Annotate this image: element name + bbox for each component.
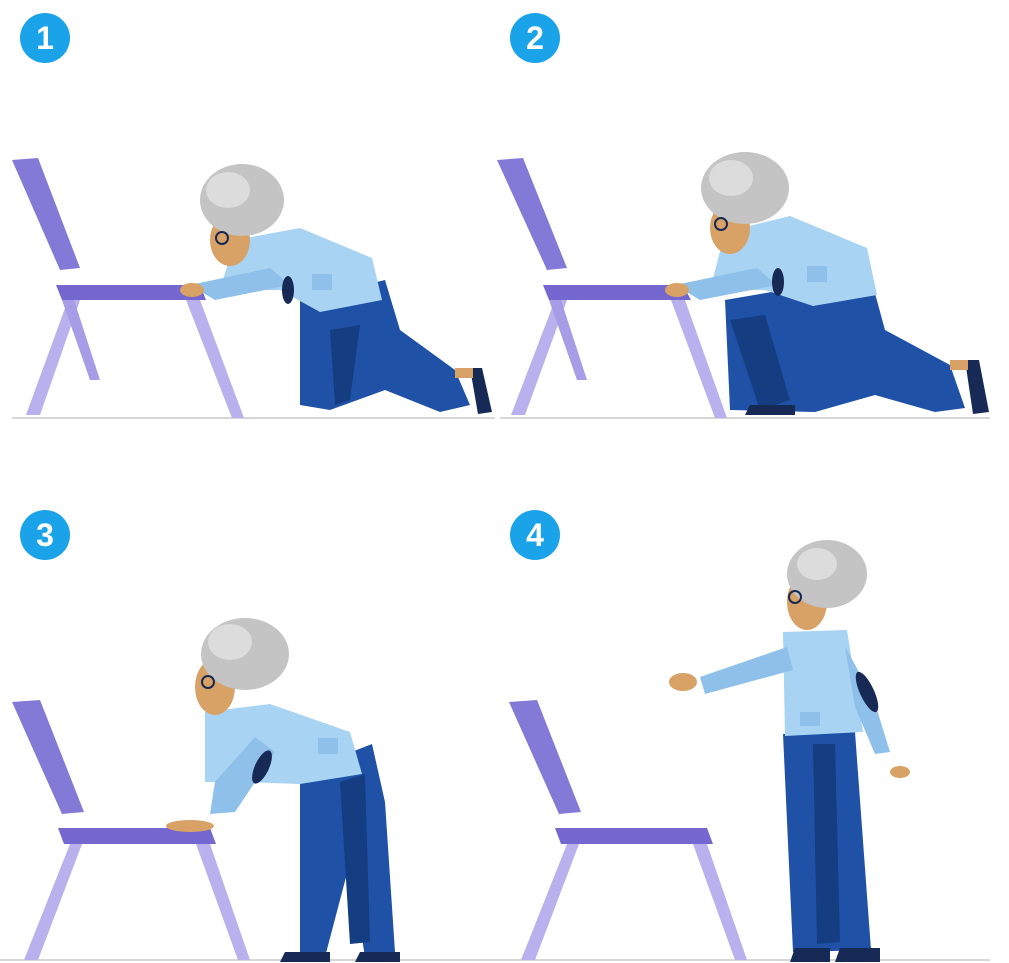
illustration-step-1 (0, 0, 495, 480)
step-panel-3: 3 (0, 482, 495, 962)
step-panel-2: 2 (495, 0, 990, 480)
illustration-step-3 (0, 482, 495, 962)
elderly-woman-icon (669, 540, 910, 962)
elderly-woman-icon (166, 618, 400, 962)
illustration-step-4 (495, 482, 990, 962)
step-number-badge: 2 (510, 13, 560, 63)
step-number-badge: 3 (20, 510, 70, 560)
step-number-badge: 4 (510, 510, 560, 560)
step-panel-4: 4 (495, 482, 990, 962)
step-number-badge: 1 (20, 13, 70, 63)
illustration-step-2 (495, 0, 990, 480)
chair-icon (509, 700, 747, 960)
step-panel-1: 1 (0, 0, 495, 480)
elderly-woman-icon (665, 152, 989, 415)
